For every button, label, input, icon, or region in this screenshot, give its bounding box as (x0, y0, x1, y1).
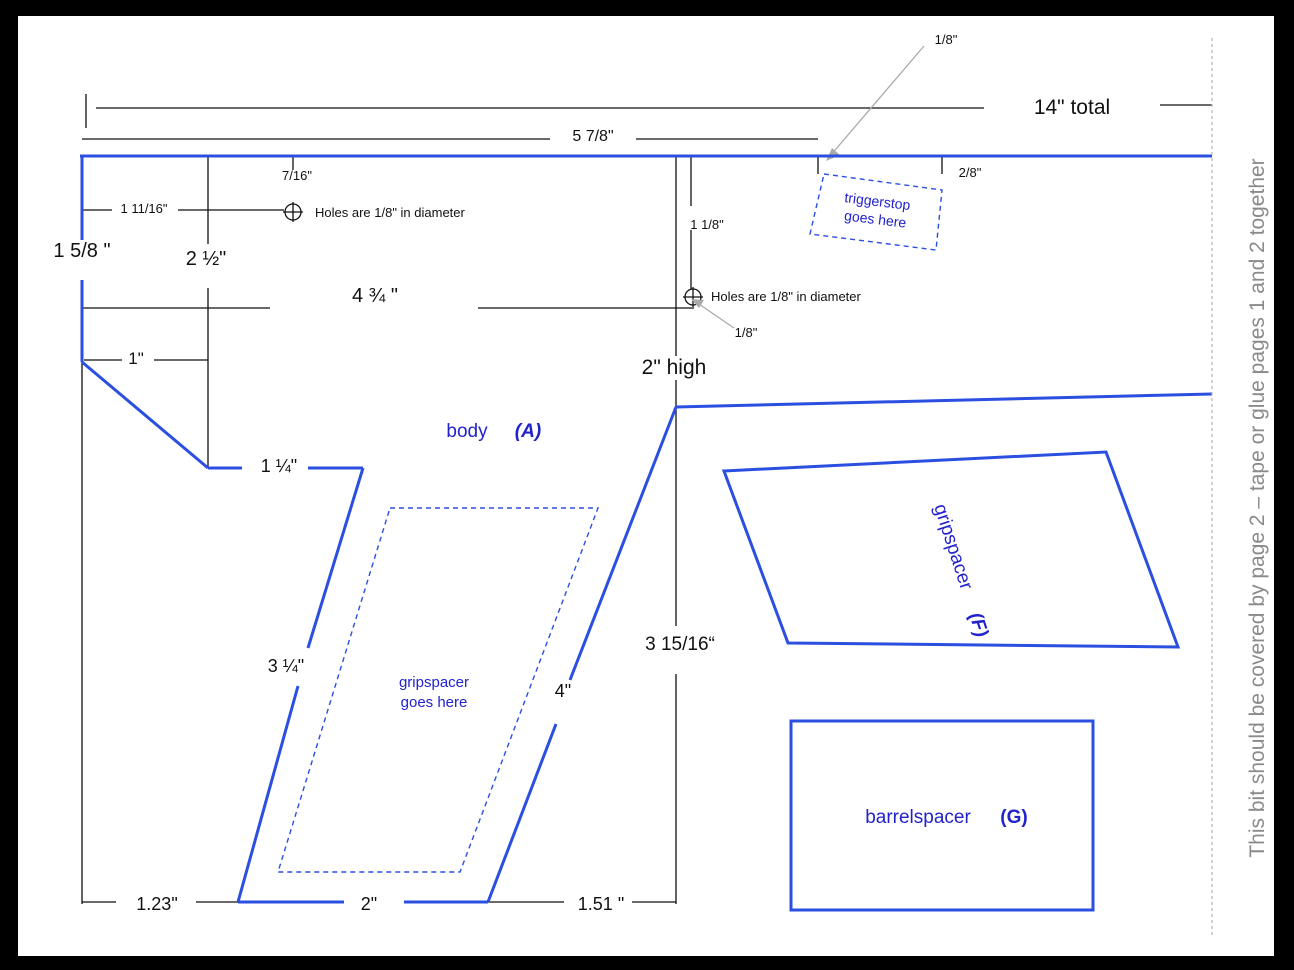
triggerstop-line2: goes here (843, 207, 907, 230)
dim-1-8-small: 1/8" (735, 325, 758, 340)
dim-2-8: 2/8" (959, 165, 982, 180)
dim-1-51: 1.51 " (578, 894, 624, 914)
holes-note-1: Holes are 1/8" in diameter (315, 205, 466, 220)
placement-areas (277, 173, 943, 873)
dim-1-1-4: 1 ¼" (261, 456, 297, 476)
dim-4-inch: 4" (555, 681, 571, 701)
barrelspacer-part (789, 719, 1095, 912)
dim-3-15-16: 3 15/16“ (645, 634, 715, 655)
body-letter: (A) (515, 421, 541, 442)
dim-1-inch: 1" (128, 349, 144, 368)
gripspacer-note-line2: goes here (401, 694, 468, 711)
gripspacer-f-name: gripspacer (929, 501, 977, 592)
dim-1-11-16: 1 11/16" (120, 201, 167, 216)
dimension-lines (81, 94, 1212, 904)
dim-1-8-top: 1/8" (935, 32, 958, 47)
pattern-diagram: 14" total 5 7/8" 1/8" 7/16" 1 11/16" 1 5… (53, 32, 1269, 938)
body-right-edge (675, 392, 1213, 409)
triggerstop-placement (809, 173, 943, 251)
dim-1-23: 1.23" (136, 894, 177, 914)
body-label: body (446, 421, 488, 442)
triggerstop-label: triggerstop goes here (843, 189, 911, 231)
dim-1-1-8: 1 1/8" (690, 217, 724, 232)
pattern-sheet: 14" total 5 7/8" 1/8" 7/16" 1 11/16" 1 5… (18, 16, 1274, 956)
holes (283, 202, 703, 307)
gripspacer-note-line1: gripspacer (399, 674, 469, 691)
dim-2-inch: 2" (361, 894, 377, 914)
dim-4-3-4: 4 ¾ " (352, 285, 398, 307)
dim-3-1-4: 3 ¼" (268, 656, 304, 676)
cut-outlines (80, 154, 1213, 912)
dim-7-16: 7/16" (282, 168, 312, 183)
body-diagonal (81, 360, 209, 470)
dim-5-7-8: 5 7/8" (572, 128, 613, 145)
gripspacer-part (721, 450, 1181, 649)
dim-total: 14" total (1034, 96, 1110, 119)
barrelspacer-letter: (G) (1000, 807, 1027, 828)
dim-1-5-8: 1 5/8 " (53, 240, 110, 262)
gripspacer-f-letter: (F) (964, 610, 991, 640)
gripspacer-placement (277, 507, 600, 873)
barrelspacer-label: barrelspacer (865, 807, 971, 828)
holes-note-2: Holes are 1/8" in diameter (711, 289, 862, 304)
dim-2-high: 2" high (642, 356, 707, 379)
leader-arrows (692, 45, 925, 329)
side-note: This bit should be covered by page 2 – t… (1246, 158, 1269, 857)
dim-2-half: 2 ½" (186, 248, 226, 270)
arrowhead-icon (691, 299, 704, 308)
gripspacer-f-label: gripspacer (F) (929, 501, 992, 639)
